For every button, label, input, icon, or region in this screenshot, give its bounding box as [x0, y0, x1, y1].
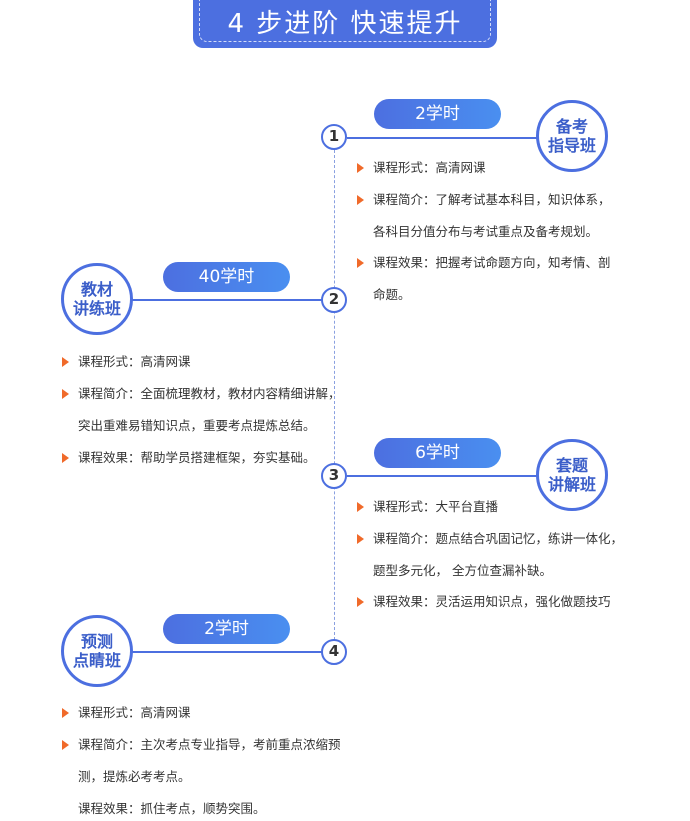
- step-3-badge: 套题 讲解班: [536, 439, 608, 511]
- step-4-line: 测，提炼必考考点。: [78, 769, 191, 784]
- step-4-number: 4: [321, 639, 347, 665]
- step-1-line: 命题。: [373, 287, 411, 302]
- bullet-arrow-icon: [62, 708, 69, 718]
- step-4-badge-line1: 预测: [80, 632, 113, 651]
- step-3-line: 课程效果：灵活运用知识点，强化做题技巧: [373, 594, 611, 609]
- step-3-hours-pill: 6学时: [374, 438, 501, 468]
- bullet-arrow-icon: [62, 389, 69, 399]
- step-2-connector: [125, 299, 325, 301]
- step-2-hours-pill: 40学时: [163, 262, 290, 292]
- step-2-line: 课程简介：全面梳理教材，教材内容精细讲解，: [78, 386, 341, 401]
- step-2-badge: 教材 讲练班: [61, 263, 133, 335]
- step-3-line: 课程简介：题点结合巩固记忆，练讲一体化，: [373, 531, 624, 546]
- step-4-badge-line2: 点睛班: [72, 651, 121, 670]
- timeline-line: [334, 150, 335, 640]
- step-1-badge-line2: 指导班: [547, 136, 596, 155]
- step-4-line: 课程简介：主次考点专业指导，考前重点浓缩预: [78, 737, 341, 752]
- step-3-line: 题型多元化， 全方位查漏补缺。: [373, 563, 552, 578]
- step-2-number: 2: [321, 287, 347, 313]
- bullet-arrow-icon: [357, 597, 364, 607]
- bullet-arrow-icon: [357, 534, 364, 544]
- step-1-line: 课程效果：把握考试命题方向，知考情、剖: [373, 255, 611, 270]
- step-2-badge-line1: 教材: [80, 280, 113, 299]
- step-1-line: 各科目分值分布与考试重点及备考规划。: [373, 224, 599, 239]
- step-4-hours-pill: 2学时: [163, 614, 290, 644]
- step-1-badge-line1: 备考: [555, 117, 588, 136]
- step-2-line: 突出重难易错知识点，重要考点提炼总结。: [78, 418, 316, 433]
- step-2-line: 课程效果：帮助学员搭建框架，夯实基础。: [78, 450, 316, 465]
- bullet-arrow-icon: [357, 502, 364, 512]
- step-4-badge: 预测 点睛班: [61, 615, 133, 687]
- step-3-badge-line2: 讲解班: [547, 475, 596, 494]
- header-banner: 4 步进阶 快速提升: [193, 0, 497, 48]
- step-3-connector: [347, 475, 547, 477]
- step-1-line: 课程简介：了解考试基本科目，知识体系，: [373, 192, 611, 207]
- step-1-hours-pill: 2学时: [374, 99, 501, 129]
- step-1-connector: [347, 137, 547, 139]
- step-2-line: 课程形式：高清网课: [78, 354, 191, 369]
- step-4-line: 课程效果：抓住考点，顺势突围。: [78, 801, 266, 816]
- step-1-number: 1: [321, 124, 347, 150]
- bullet-arrow-icon: [357, 258, 364, 268]
- bullet-arrow-icon: [62, 357, 69, 367]
- step-3-badge-line1: 套题: [555, 456, 588, 475]
- step-1-line: 课程形式：高清网课: [373, 160, 486, 175]
- step-1-badge: 备考 指导班: [536, 100, 608, 172]
- step-4-line: 课程形式：高清网课: [78, 705, 191, 720]
- bullet-arrow-icon: [357, 163, 364, 173]
- step-2-badge-line2: 讲练班: [72, 299, 121, 318]
- step-3-number: 3: [321, 463, 347, 489]
- bullet-arrow-icon: [357, 195, 364, 205]
- step-4-connector: [125, 651, 325, 653]
- bullet-arrow-icon: [62, 740, 69, 750]
- step-3-line: 课程形式：大平台直播: [373, 499, 499, 514]
- bullet-arrow-icon: [62, 453, 69, 463]
- page-title: 4 步进阶 快速提升: [227, 9, 463, 39]
